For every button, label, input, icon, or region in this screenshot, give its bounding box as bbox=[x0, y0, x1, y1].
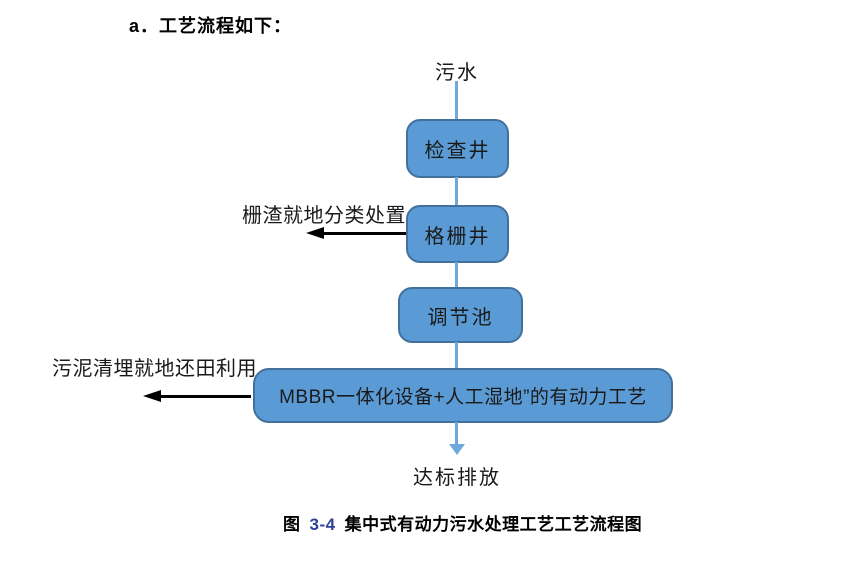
caption-prefix: 图 bbox=[283, 515, 301, 534]
flow-node-label: 格栅井 bbox=[424, 225, 491, 248]
arrowhead-left-icon bbox=[143, 390, 161, 402]
flow-sink-label: 达标排放 bbox=[413, 467, 501, 489]
flow-node-grid-well: 格栅井 bbox=[406, 205, 509, 263]
figure-caption: 图 3-4 集中式有动力污水处理工艺工艺流程图 bbox=[283, 510, 642, 535]
flow-node-mbbr-process: MBBR一体化设备+人工湿地”的有动力工艺 bbox=[253, 368, 673, 423]
arrow-shaft bbox=[455, 422, 458, 446]
arrow-shaft bbox=[320, 232, 407, 235]
flow-connector bbox=[455, 177, 458, 206]
flow-connector bbox=[455, 342, 458, 369]
branch-label-grid-residue: 栅渣就地分类处置 bbox=[242, 205, 406, 227]
caption-figure-number: 3-4 bbox=[309, 515, 336, 534]
arrowhead-left-icon bbox=[306, 227, 324, 239]
flow-source-label: 污水 bbox=[435, 62, 479, 84]
flow-node-label: 调节池 bbox=[427, 306, 494, 329]
flow-node-label: MBBR一体化设备+人工湿地”的有动力工艺 bbox=[279, 387, 647, 408]
flow-connector bbox=[455, 81, 458, 119]
section-heading: a．工艺流程如下： bbox=[129, 16, 293, 36]
arrowhead-down-icon bbox=[449, 444, 465, 455]
arrow-shaft bbox=[157, 395, 251, 398]
flow-node-inspection-well: 检查井 bbox=[406, 119, 509, 178]
flow-connector bbox=[455, 262, 458, 288]
down-arrow bbox=[449, 422, 465, 455]
left-arrow bbox=[306, 226, 407, 240]
flow-node-label: 检查井 bbox=[424, 140, 491, 162]
branch-label-sludge: 污泥清埋就地还田利用 bbox=[52, 358, 257, 380]
caption-title: 集中式有动力污水处理工艺工艺流程图 bbox=[344, 515, 643, 534]
flow-node-regulating-tank: 调节池 bbox=[398, 287, 523, 343]
left-arrow bbox=[143, 389, 251, 403]
